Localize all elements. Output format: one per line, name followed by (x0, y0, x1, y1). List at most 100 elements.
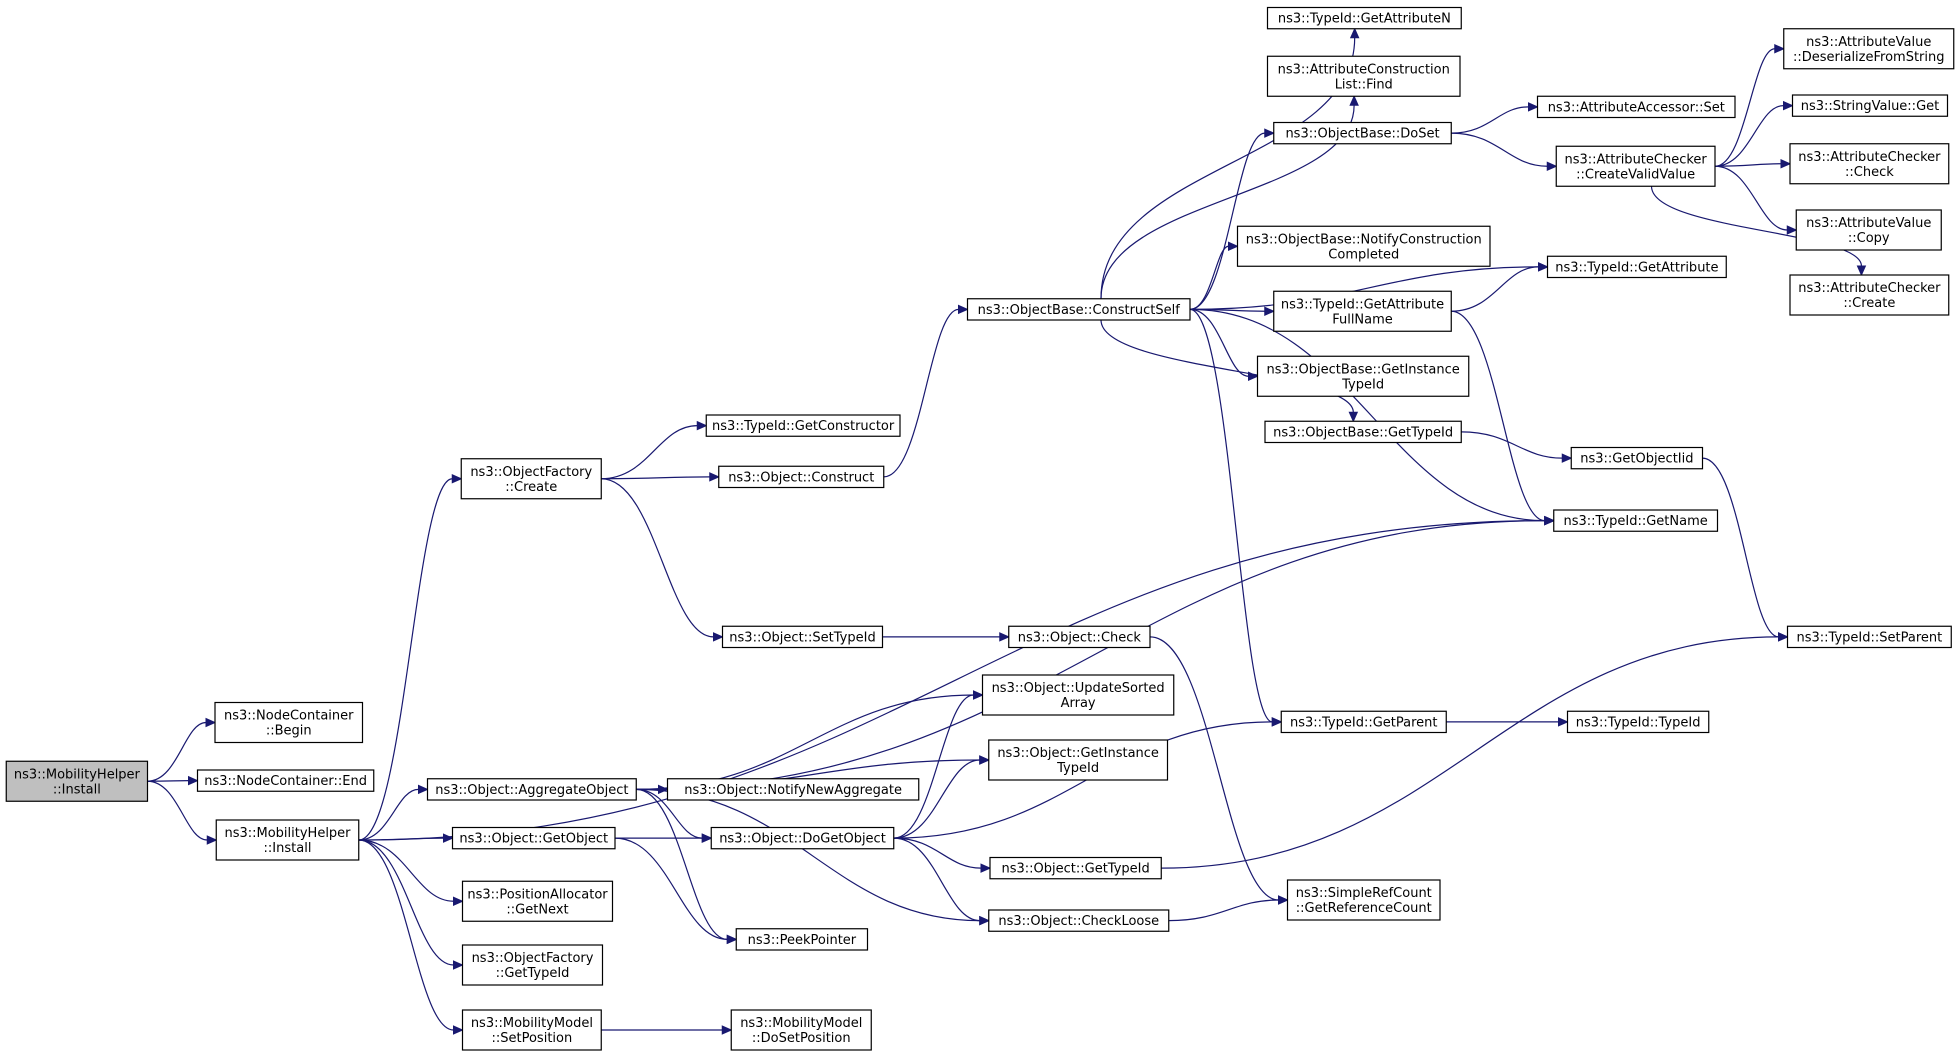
node-label: ns3::AttributeValue (1806, 35, 1931, 50)
edge-ob_doset-to-aa_set (1451, 106, 1529, 134)
node-label: ::Copy (1848, 231, 1890, 246)
function-node-ac_check[interactable]: ns3::AttributeChecker::Check (1789, 143, 1950, 185)
function-node-o_aggregate[interactable]: ns3::Object::AggregateObject (426, 778, 637, 801)
function-node-ob_constructself[interactable]: ns3::ObjectBase::ConstructSelf (966, 298, 1191, 321)
function-node-aa_set[interactable]: ns3::AttributeAccessor::Set (1536, 95, 1736, 119)
function-node-mm_dosetposition[interactable]: ns3::MobilityModel::DoSetPosition (730, 1009, 872, 1051)
function-node-getobjectiid[interactable]: ns3::GetObjectIid (1570, 446, 1704, 470)
function-node-ti_getname[interactable]: ns3::TypeId::GetName (1553, 509, 1719, 532)
function-node-ac_create[interactable]: ns3::AttributeChecker::Create (1789, 274, 1950, 316)
node-label: ns3::MobilityHelper (224, 826, 351, 841)
edge-ac_createvalid-to-av_copy (1714, 165, 1788, 231)
function-node-o_construct[interactable]: ns3::Object::Construct (718, 465, 885, 489)
node-label: ns3::PeekPointer (748, 933, 857, 948)
function-node-ti_typeid[interactable]: ns3::TypeId::TypeId (1566, 710, 1710, 734)
node-label: ns3::TypeId::GetAttributeN (1278, 12, 1451, 27)
node-box (1783, 28, 1955, 70)
function-node-of_gettypeid[interactable]: ns3::ObjectFactory::GetTypeId (461, 944, 604, 986)
function-node-ti_setparent[interactable]: ns3::TypeId::SetParent (1786, 625, 1952, 649)
node-box (705, 414, 901, 437)
function-node-nc_end[interactable]: ns3::NodeContainer::End (196, 769, 375, 792)
arrowhead (451, 473, 463, 484)
node-box (1256, 355, 1470, 397)
function-node-sv_get[interactable]: ns3::StringValue::Get (1791, 94, 1949, 117)
function-node-av_deser[interactable]: ns3::AttributeValue::DeserializeFromStri… (1783, 28, 1955, 70)
edge-ob_constructself-to-ti_getparent (1189, 308, 1273, 723)
node-label: TypeId (1341, 377, 1384, 392)
function-node-av_copy[interactable]: ns3::AttributeValue::Copy (1795, 209, 1942, 251)
edge-mh_install-to-o_aggregate (358, 788, 419, 841)
function-node-mh_install[interactable]: ns3::MobilityHelper::Install (215, 819, 360, 861)
function-node-ti_getparent[interactable]: ns3::TypeId::GetParent (1280, 710, 1447, 734)
function-node-o_check[interactable]: ns3::Object::Check (1008, 625, 1151, 649)
function-node-pa_getnext[interactable]: ns3::PositionAllocator::GetNext (461, 880, 614, 922)
function-node-o_getobject[interactable]: ns3::Object::GetObject (451, 826, 616, 850)
function-node-ob_gettypeid[interactable]: ns3::ObjectBase::GetTypeId (1264, 420, 1462, 444)
arrowhead (443, 833, 454, 843)
arrowhead (958, 304, 969, 315)
edge-mh_install-to-o_getobject (358, 837, 444, 841)
node-label: ns3::AttributeChecker (1798, 281, 1941, 296)
node-label: ns3::AttributeChecker (1564, 152, 1707, 167)
edge-o_aggregate-to-ti_getname (636, 520, 1545, 790)
edge-o_dogetobject-to-o_checkloose (893, 837, 980, 922)
edge-o_checkloose-to-src_getref (1168, 899, 1279, 922)
arrowhead (696, 420, 708, 431)
node-label: ns3::TypeId::SetParent (1797, 630, 1943, 645)
arrowhead (658, 784, 669, 795)
edge-of_create-to-ti_getconstructor (601, 425, 698, 480)
arrowhead (188, 775, 199, 786)
function-node-mm_setposition[interactable]: ns3::MobilityModel::SetPosition (461, 1009, 602, 1051)
function-node-o_checkloose[interactable]: ns3::Object::CheckLoose (988, 909, 1170, 932)
node-box (1236, 225, 1491, 267)
edge-of_create-to-o_construct (601, 476, 710, 480)
function-node-o_gettypeid[interactable]: ns3::Object::GetTypeId (989, 856, 1162, 880)
node-label: ns3::TypeId::GetParent (1290, 715, 1438, 730)
node-box (1286, 879, 1441, 921)
arrowhead (1228, 241, 1239, 252)
function-node-ac_createvalid[interactable]: ns3::AttributeChecker::CreateValidValue (1555, 145, 1716, 187)
function-node-nc_begin[interactable]: ns3::NodeContainer::Begin (214, 701, 364, 744)
node-label: ::Install (53, 782, 101, 797)
function-node-of_create[interactable]: ns3::ObjectFactory::Create (460, 458, 602, 500)
node-label: ns3::ObjectBase::ConstructSelf (978, 303, 1181, 318)
node-box (1555, 145, 1716, 187)
edge-mh_install-to-pa_getnext (358, 839, 454, 902)
function-node-root[interactable]: ns3::MobilityHelper::Install (5, 760, 149, 802)
edge-ac_createvalid-to-ac_check (1714, 163, 1782, 167)
node-label: ns3::AttributeAccessor::Set (1548, 100, 1725, 115)
edge-root-to-nc_end (147, 780, 189, 782)
node-label: ns3::AttributeChecker (1798, 150, 1941, 165)
edge-ob_constructself-to-ob_getinstance (1189, 308, 1249, 377)
node-label: Completed (1328, 247, 1399, 262)
arrowhead (979, 915, 990, 926)
node-label: ns3::MobilityHelper (14, 767, 141, 782)
function-node-peekpointer[interactable]: ns3::PeekPointer (735, 928, 869, 951)
node-label: ns3::Object::UpdateSorted (992, 681, 1165, 696)
function-node-o_settypeid[interactable]: ns3::Object::SetTypeId (721, 625, 884, 649)
function-node-o_notifynewagg[interactable]: ns3::Object::NotifyNewAggregate (666, 778, 920, 801)
function-node-src_getref[interactable]: ns3::SimpleRefCount::GetReferenceCount (1286, 879, 1441, 921)
function-node-ti_getattributen[interactable]: ns3::TypeId::GetAttributeN (1266, 6, 1462, 30)
node-box (1789, 274, 1950, 316)
edge-ob_constructself-to-ob_gettypeid (1100, 319, 1354, 413)
function-node-o_dogetobject[interactable]: ns3::Object::DoGetObject (710, 826, 895, 850)
edge-mh_install-to-of_create (358, 478, 453, 841)
node-label: List::Find (1335, 77, 1393, 92)
node-box (461, 1009, 602, 1051)
node-box (1273, 121, 1452, 145)
function-node-ob_doset[interactable]: ns3::ObjectBase::DoSet (1273, 121, 1452, 145)
function-node-ti_getconstructor[interactable]: ns3::TypeId::GetConstructor (705, 414, 901, 437)
function-node-ob_notify[interactable]: ns3::ObjectBase::NotifyConstructionCompl… (1236, 225, 1491, 267)
edge-mh_install-to-ti_getname (358, 520, 1545, 841)
node-box (1266, 55, 1461, 97)
node-label: ns3::TypeId::GetAttribute (1555, 260, 1718, 275)
edge-ob_constructself-to-ti_getname (1189, 308, 1545, 522)
function-node-ti_getattribute[interactable]: ns3::TypeId::GetAttribute (1546, 255, 1727, 279)
arrowhead (1544, 515, 1555, 526)
